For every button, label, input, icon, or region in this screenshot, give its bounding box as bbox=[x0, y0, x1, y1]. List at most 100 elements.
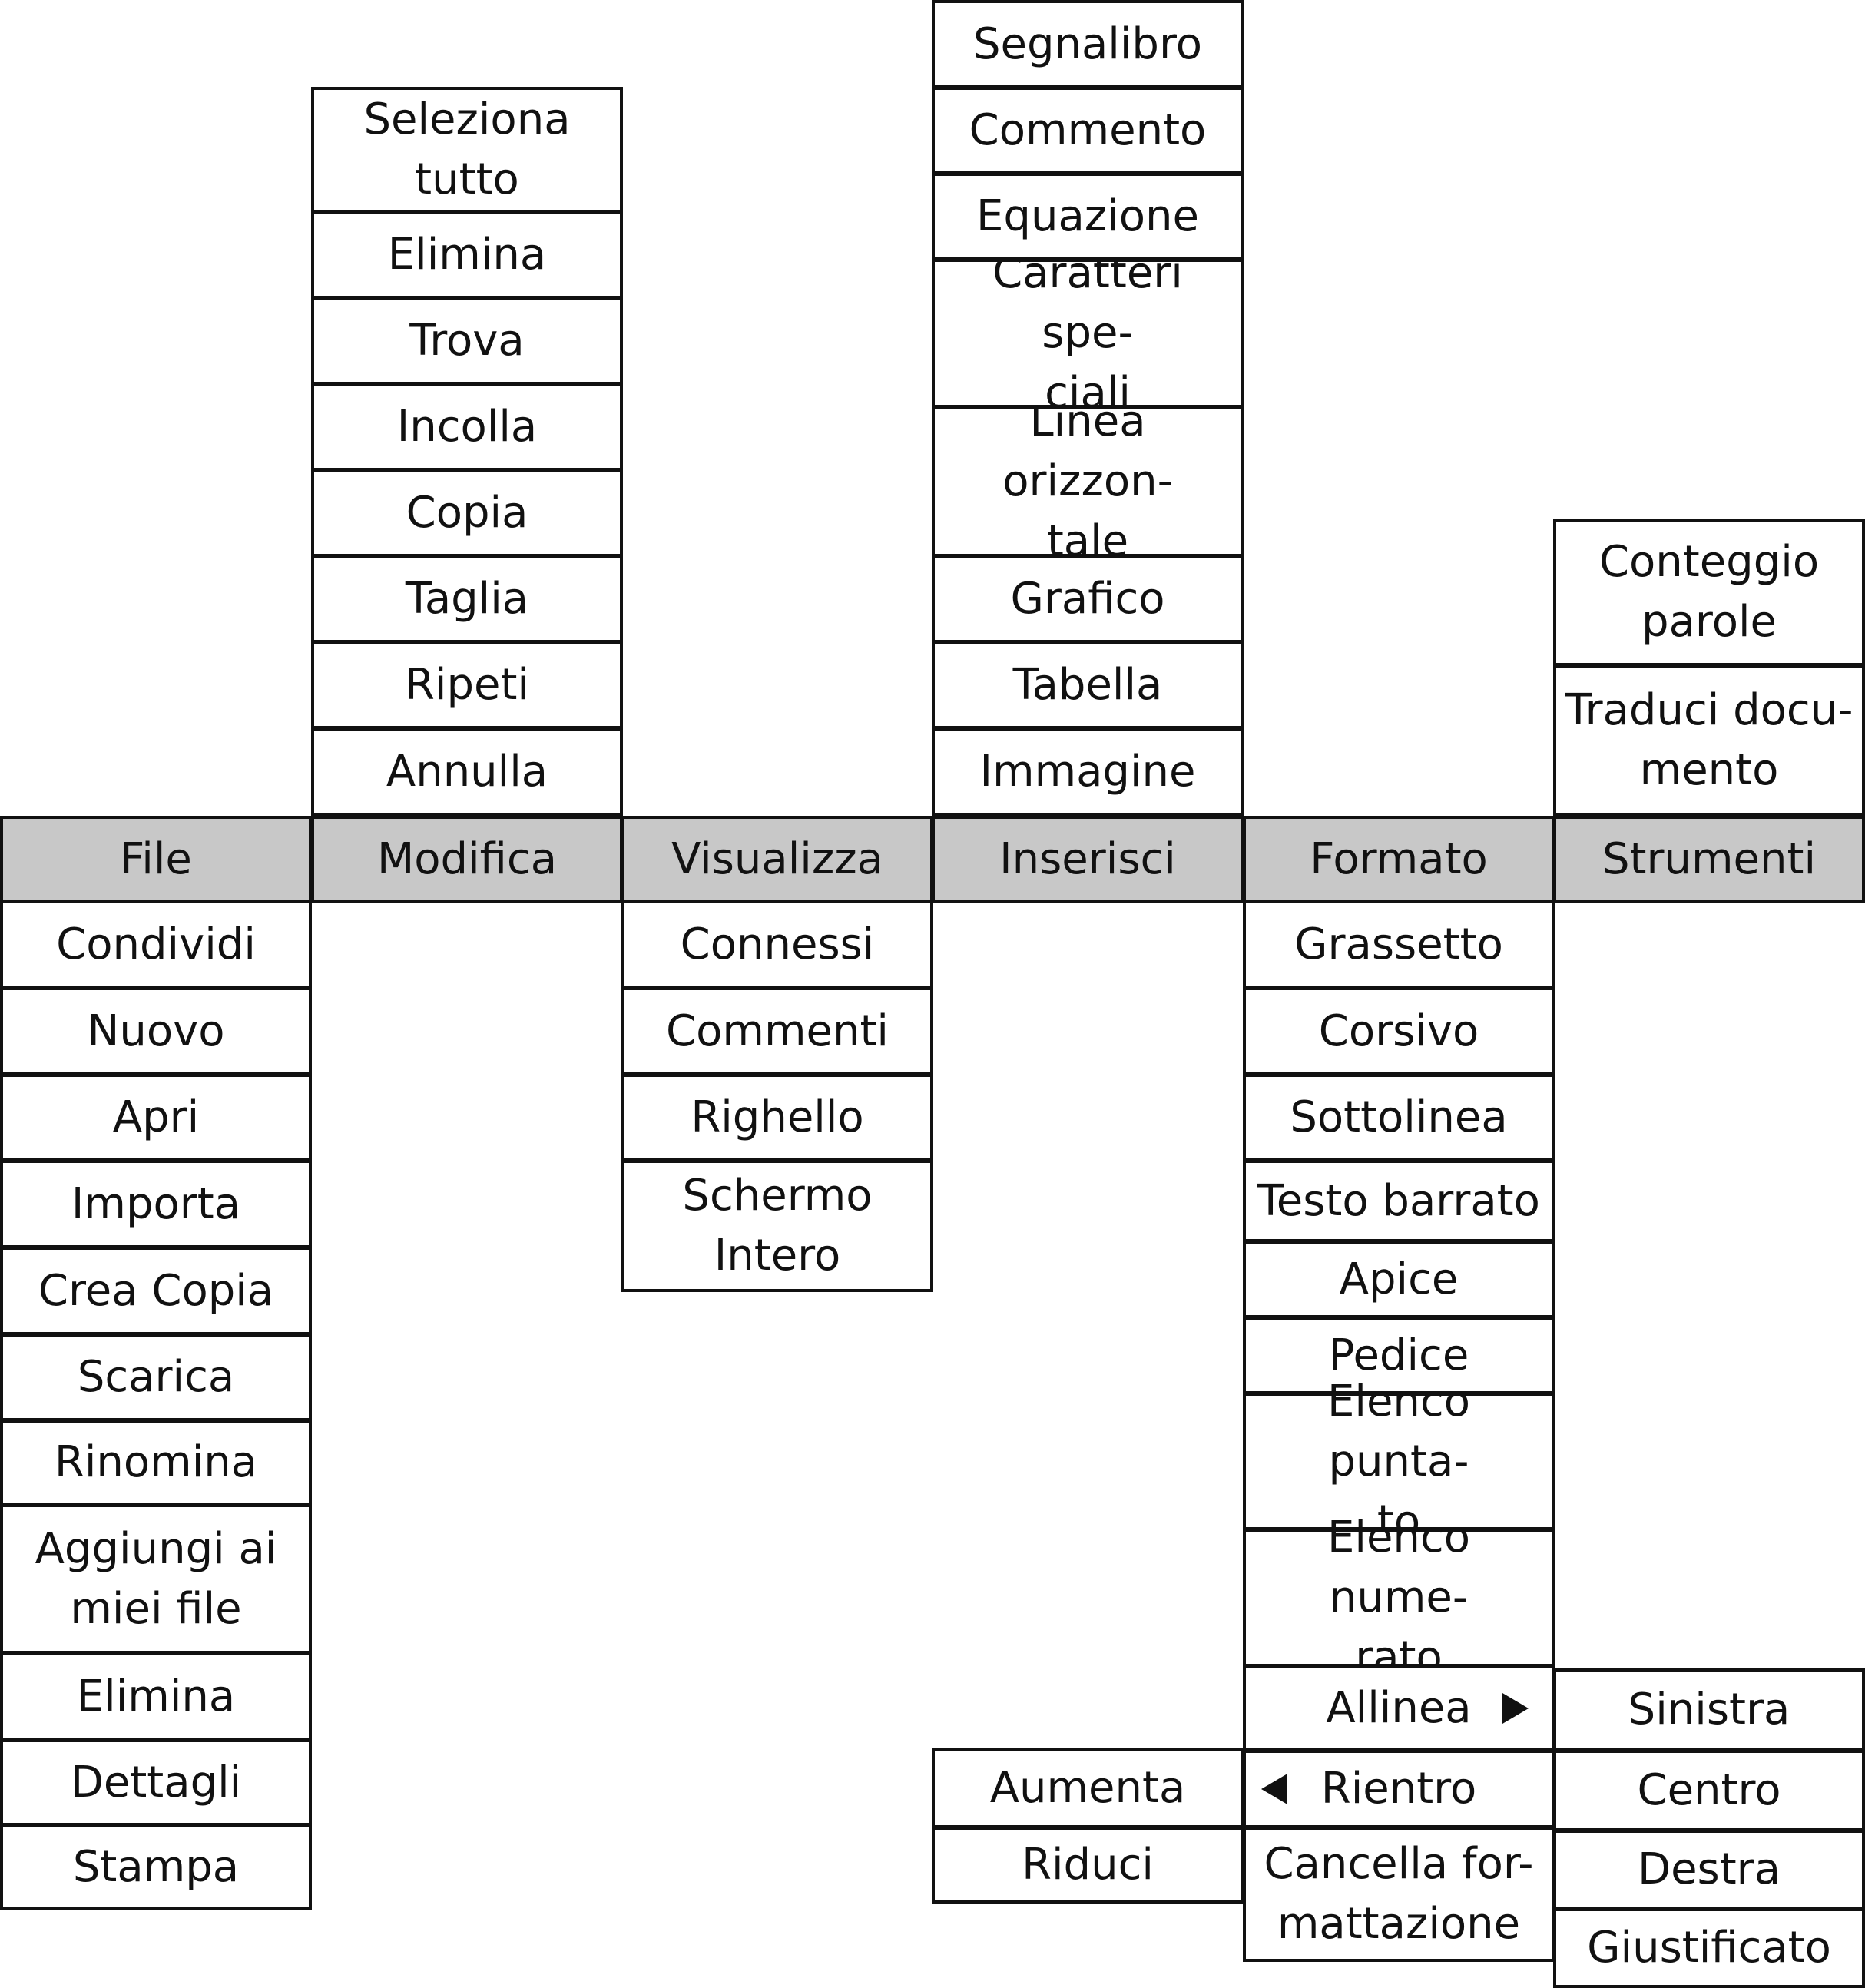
menu-item-visualizza-schermo-intero[interactable]: Schermo Intero bbox=[621, 1160, 933, 1292]
menu-strumenti[interactable]: Strumenti bbox=[1553, 816, 1865, 903]
menu-item-formato-elenco-punta-to[interactable]: Elenco punta- to bbox=[1243, 1377, 1555, 1546]
menu-item-file-rinomina[interactable]: Rinomina bbox=[0, 1420, 312, 1506]
menu-item-strumenti-conteggio-parole[interactable]: Conteggio parole bbox=[1553, 519, 1865, 666]
submenu-item-rientro-riduci-label: Riduci bbox=[1022, 1840, 1154, 1890]
menu-modifica[interactable]: Modifica bbox=[311, 816, 623, 903]
submenu-item-rientro-aumenta[interactable]: Aumenta bbox=[932, 1748, 1244, 1828]
menu-item-visualizza-commenti[interactable]: Commenti bbox=[621, 987, 933, 1075]
menu-item-formato-testo-barrato-label: Testo barrato bbox=[1257, 1175, 1540, 1226]
submenu-item-rientro-riduci[interactable]: Riduci bbox=[932, 1827, 1244, 1904]
menu-item-visualizza-connessi[interactable]: Connessi bbox=[621, 900, 933, 989]
menu-file-label: File bbox=[120, 834, 192, 884]
menu-item-inserisci-equazione[interactable]: Equazione bbox=[932, 173, 1244, 260]
menu-item-strumenti-traduci-docu-mento-label: Traduci docu- mento bbox=[1565, 684, 1853, 795]
menu-item-visualizza-righello-label: Righello bbox=[691, 1092, 864, 1142]
menu-modifica-label: Modifica bbox=[376, 834, 558, 884]
menu-item-inserisci-equazione-label: Equazione bbox=[976, 191, 1199, 241]
submenu-item-allinea-giustificato[interactable]: Giustificato bbox=[1553, 1908, 1865, 1988]
menu-item-strumenti-conteggio-parole-label: Conteggio parole bbox=[1598, 537, 1820, 647]
menu-item-modifica-incolla[interactable]: Incolla bbox=[311, 383, 623, 471]
menu-item-formato-testo-barrato[interactable]: Testo barrato bbox=[1243, 1160, 1555, 1242]
menu-item-inserisci-grafico[interactable]: Grafico bbox=[932, 555, 1244, 643]
menu-item-file-crea-copia-label: Crea Copia bbox=[38, 1265, 274, 1316]
submenu-item-allinea-centro-label: Centro bbox=[1637, 1765, 1781, 1815]
menu-item-visualizza-righello[interactable]: Righello bbox=[621, 1074, 933, 1161]
menu-item-file-importa[interactable]: Importa bbox=[0, 1160, 312, 1248]
menu-item-inserisci-tabella-label: Tabella bbox=[1012, 660, 1163, 710]
submenu-item-allinea-destra[interactable]: Destra bbox=[1553, 1830, 1865, 1910]
submenu-item-allinea-destra-label: Destra bbox=[1637, 1844, 1781, 1894]
menu-inserisci-label: Inserisci bbox=[999, 834, 1176, 884]
menu-item-modifica-elimina[interactable]: Elimina bbox=[311, 211, 623, 299]
menu-item-file-elimina[interactable]: Elimina bbox=[0, 1652, 312, 1741]
menu-item-modifica-ripeti[interactable]: Ripeti bbox=[311, 641, 623, 729]
menu-item-file-condividi[interactable]: Condividi bbox=[0, 900, 312, 989]
menu-item-formato-apice-label: Apice bbox=[1339, 1254, 1459, 1304]
menu-item-file-elimina-label: Elimina bbox=[76, 1671, 236, 1721]
menu-item-inserisci-grafico-label: Grafico bbox=[1010, 574, 1165, 624]
menu-item-file-rinomina-label: Rinomina bbox=[54, 1437, 258, 1487]
chevron-left-icon bbox=[1261, 1774, 1287, 1804]
submenu-item-allinea-giustificato-label: Giustificato bbox=[1587, 1923, 1831, 1973]
menu-item-file-aggiungi-ai-miei-file[interactable]: Aggiungi ai miei file bbox=[0, 1504, 312, 1654]
menu-item-formato-apice[interactable]: Apice bbox=[1243, 1241, 1555, 1318]
submenu-item-allinea-centro[interactable]: Centro bbox=[1553, 1750, 1865, 1831]
menu-item-formato-rientro[interactable]: Rientro bbox=[1243, 1750, 1555, 1828]
submenu-item-rientro-aumenta-label: Aumenta bbox=[989, 1763, 1186, 1813]
menu-item-modifica-copia-label: Copia bbox=[406, 488, 528, 538]
menu-item-file-importa-label: Importa bbox=[71, 1178, 241, 1229]
menu-item-inserisci-segnalibro-label: Segnalibro bbox=[972, 18, 1203, 69]
menu-item-formato-sottolinea[interactable]: Sottolinea bbox=[1243, 1074, 1555, 1161]
menu-item-visualizza-connessi-label: Connessi bbox=[680, 919, 875, 969]
menu-item-inserisci-tabella[interactable]: Tabella bbox=[932, 641, 1244, 729]
menu-item-formato-elenco-nume-rato[interactable]: Elenco nume- rato bbox=[1243, 1513, 1555, 1682]
submenu-item-allinea-sinistra[interactable]: Sinistra bbox=[1553, 1668, 1865, 1751]
menu-item-modifica-annulla[interactable]: Annulla bbox=[311, 727, 623, 816]
menu-item-formato-corsivo[interactable]: Corsivo bbox=[1243, 987, 1555, 1075]
menu-item-modifica-elimina-label: Elimina bbox=[387, 230, 547, 280]
menu-item-file-stampa[interactable]: Stampa bbox=[0, 1824, 312, 1910]
menu-item-formato-cancella-for-mattazione[interactable]: Cancella for- mattazione bbox=[1243, 1827, 1555, 1962]
submenu-item-allinea-sinistra-label: Sinistra bbox=[1628, 1685, 1790, 1735]
menu-item-modifica-annulla-label: Annulla bbox=[386, 746, 548, 797]
menu-item-inserisci-caratteri-spe-ciali[interactable]: Caratteri spe- ciali bbox=[932, 248, 1244, 418]
menu-item-formato-elenco-punta-to-label: Elenco punta- to bbox=[1327, 1376, 1470, 1546]
menu-item-inserisci-commento[interactable]: Commento bbox=[932, 87, 1244, 174]
menu-file[interactable]: File bbox=[0, 816, 312, 903]
menu-item-modifica-seleziona-tutto[interactable]: Seleziona tutto bbox=[311, 87, 623, 213]
menu-item-inserisci-immagine-label: Immagine bbox=[979, 746, 1196, 797]
menu-strumenti-label: Strumenti bbox=[1602, 834, 1817, 884]
menu-formato-label: Formato bbox=[1310, 834, 1488, 884]
menu-item-modifica-incolla-label: Incolla bbox=[396, 402, 538, 452]
menu-formato[interactable]: Formato bbox=[1243, 816, 1555, 903]
menu-item-file-scarica-label: Scarica bbox=[77, 1352, 235, 1402]
menu-item-modifica-seleziona-tutto-label: Seleziona tutto bbox=[363, 94, 571, 204]
menu-item-formato-cancella-for-mattazione-label: Cancella for- mattazione bbox=[1264, 1839, 1534, 1949]
menu-item-strumenti-traduci-docu-mento[interactable]: Traduci docu- mento bbox=[1553, 664, 1865, 816]
menu-item-modifica-trova-label: Trova bbox=[409, 316, 525, 366]
menu-item-modifica-trova[interactable]: Trova bbox=[311, 297, 623, 385]
menu-item-formato-corsivo-label: Corsivo bbox=[1318, 1006, 1479, 1056]
menu-item-visualizza-commenti-label: Commenti bbox=[666, 1006, 889, 1056]
menu-item-file-stampa-label: Stampa bbox=[72, 1841, 240, 1892]
menu-item-file-condividi-label: Condividi bbox=[56, 919, 256, 969]
menu-item-visualizza-schermo-intero-label: Schermo Intero bbox=[682, 1171, 873, 1281]
menu-item-file-dettagli[interactable]: Dettagli bbox=[0, 1739, 312, 1826]
menu-item-file-apri[interactable]: Apri bbox=[0, 1074, 312, 1161]
menu-item-inserisci-caratteri-spe-ciali-label: Caratteri spe- ciali bbox=[992, 248, 1183, 418]
menu-inserisci[interactable]: Inserisci bbox=[932, 816, 1244, 903]
menu-item-file-nuovo-label: Nuovo bbox=[87, 1006, 225, 1056]
menu-item-modifica-taglia[interactable]: Taglia bbox=[311, 555, 623, 643]
menu-item-formato-allinea[interactable]: Allinea bbox=[1243, 1665, 1555, 1751]
menu-item-formato-grassetto[interactable]: Grassetto bbox=[1243, 900, 1555, 989]
menu-item-inserisci-segnalibro[interactable]: Segnalibro bbox=[932, 0, 1244, 88]
menu-item-file-scarica[interactable]: Scarica bbox=[0, 1334, 312, 1421]
menu-item-file-nuovo[interactable]: Nuovo bbox=[0, 987, 312, 1075]
menu-item-modifica-copia[interactable]: Copia bbox=[311, 469, 623, 557]
menu-visualizza[interactable]: Visualizza bbox=[621, 816, 933, 903]
menu-item-inserisci-immagine[interactable]: Immagine bbox=[932, 727, 1244, 816]
chevron-right-icon bbox=[1502, 1693, 1529, 1724]
menu-item-inserisci-linea-orizzon-tale[interactable]: Linea orizzon- tale bbox=[932, 396, 1244, 566]
menu-item-file-crea-copia[interactable]: Crea Copia bbox=[0, 1247, 312, 1335]
